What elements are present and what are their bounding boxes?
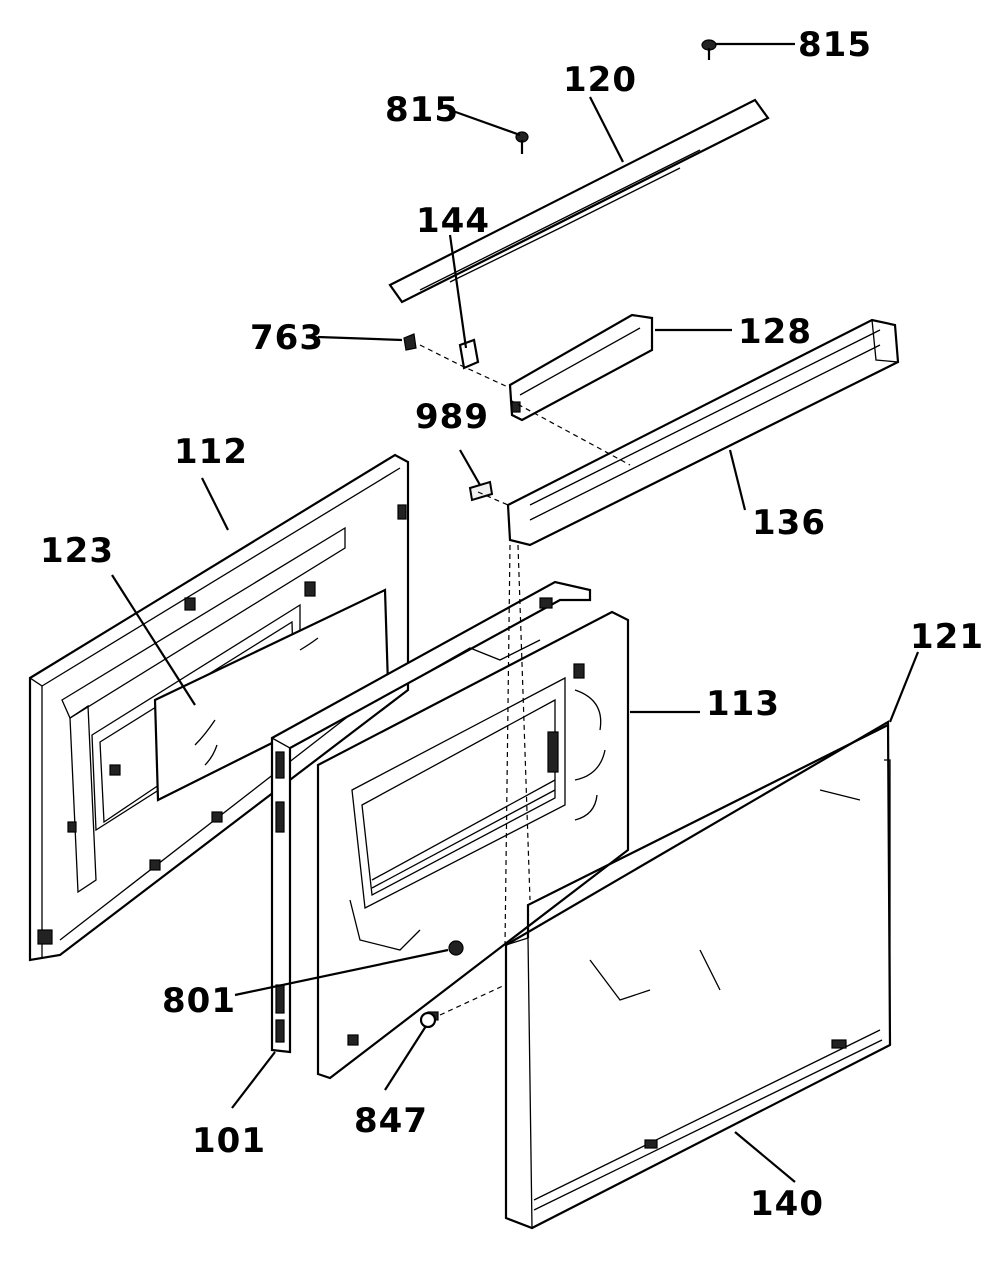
label-123: 123 xyxy=(40,531,114,571)
clip-763 xyxy=(403,333,417,351)
label-120: 120 xyxy=(563,60,637,100)
screw-847 xyxy=(419,1011,437,1029)
label-815-top: 815 xyxy=(798,25,872,65)
leader-lines xyxy=(111,42,920,1183)
screw-815-top xyxy=(701,39,717,60)
assembly-lines xyxy=(419,344,631,1016)
inner-frame-101 xyxy=(270,580,592,1054)
clip-144 xyxy=(458,338,480,370)
label-113: 113 xyxy=(706,684,780,724)
front-glass-121 xyxy=(504,720,892,1230)
label-121: 121 xyxy=(910,617,984,657)
pad-989 xyxy=(468,480,494,502)
label-847: 847 xyxy=(354,1101,428,1141)
label-136: 136 xyxy=(752,503,826,543)
label-763: 763 xyxy=(250,318,324,358)
handle-136 xyxy=(506,318,900,547)
label-801: 801 xyxy=(162,981,236,1021)
part-labels: 815 815 120 144 763 128 989 136 112 123 … xyxy=(40,25,984,1224)
label-815-left: 815 xyxy=(385,90,459,130)
label-140: 140 xyxy=(750,1184,824,1224)
label-112: 112 xyxy=(174,432,248,472)
label-144: 144 xyxy=(416,201,490,241)
label-989: 989 xyxy=(415,397,489,437)
screw-801 xyxy=(448,940,464,956)
label-128: 128 xyxy=(738,312,812,352)
label-101: 101 xyxy=(192,1121,266,1161)
trim-strip-120 xyxy=(388,98,770,304)
glass-panel-123 xyxy=(153,588,390,802)
bracket-128 xyxy=(508,313,654,422)
